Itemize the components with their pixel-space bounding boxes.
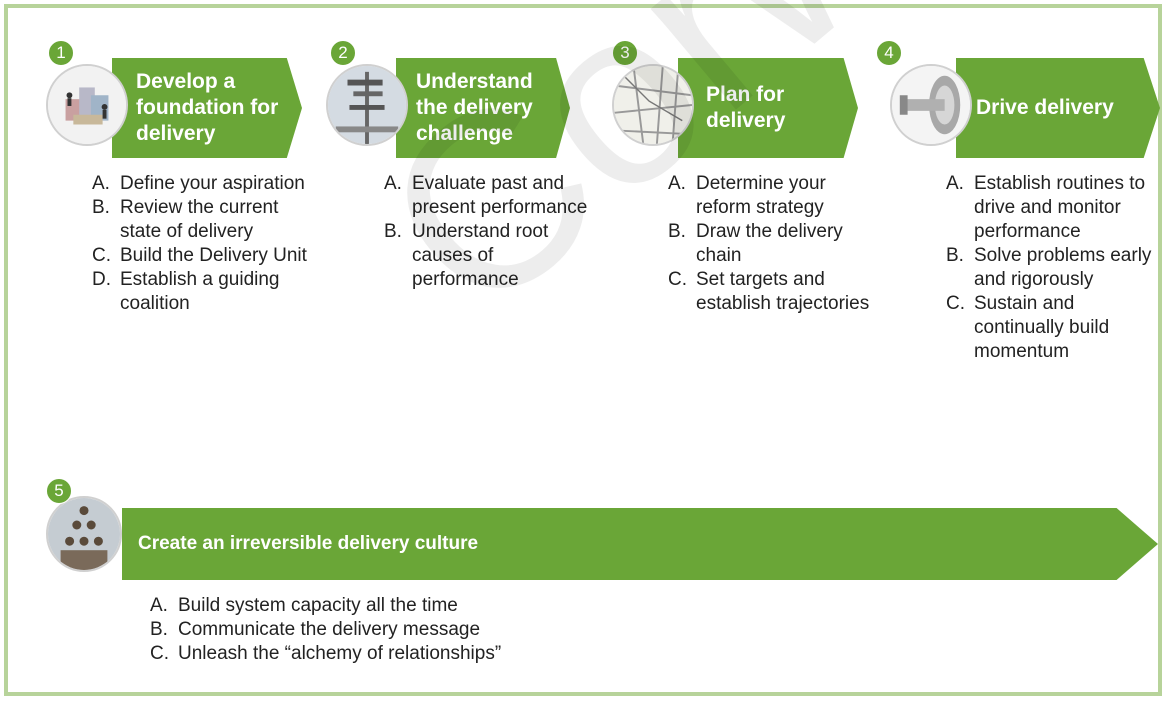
step-1-image (46, 64, 128, 146)
step-4-image (890, 64, 972, 146)
step-2-banner: Understand the delivery challenge (396, 58, 570, 158)
step-5-banner: Create an irreversible delivery culture (122, 508, 1158, 580)
map-icon (614, 66, 692, 144)
list-item: A.Build system capacity all the time (150, 595, 458, 616)
step-1-list: A.Define your aspiration B.Review the cu… (92, 172, 322, 316)
list-item: C.Sustain and continually build momentum (946, 293, 1110, 362)
list-item: A.Establish routines to drive and monito… (946, 173, 1146, 242)
step-2-image (326, 64, 408, 146)
step-4-list: A.Establish routines to drive and monito… (946, 172, 1158, 364)
step-4-title: Drive delivery (976, 96, 1114, 119)
list-item: B.Communicate the delivery message (150, 619, 481, 640)
list-item: B.Draw the delivery chain (668, 221, 843, 266)
step-2-list: A.Evaluate past and present performance … (384, 172, 594, 292)
step-3-list: A.Determine your reform strategy B.Draw … (668, 172, 878, 316)
step-3-image (612, 64, 694, 146)
list-item: B.Understand root causes of performance (384, 221, 549, 290)
list-item: D.Establish a guiding coalition (92, 269, 280, 314)
step-5-title: Create an irreversible delivery culture (138, 533, 479, 554)
step-5-list: A.Build system capacity all the time B.C… (150, 594, 750, 666)
step-4-banner: Drive delivery (956, 58, 1160, 158)
step-2-title: Understand the delivery challenge (416, 70, 533, 145)
list-item: B.Solve problems early and rigorously (946, 245, 1152, 290)
step-1-number: 1 (48, 40, 74, 66)
list-item: A.Determine your reform strategy (668, 173, 826, 218)
list-item: A.Evaluate past and present performance (384, 173, 588, 218)
people-building-icon (48, 66, 126, 144)
list-item: C.Build the Delivery Unit (92, 245, 307, 266)
human-tower-icon (48, 498, 120, 570)
step-1-banner: Develop a foundation for delivery (112, 58, 302, 158)
step-1-title: Develop a foundation for delivery (136, 70, 279, 145)
engine-turbine-icon (892, 66, 970, 144)
list-item: C.Unleash the “alchemy of relationships” (150, 643, 502, 664)
list-item: A.Define your aspiration (92, 173, 305, 194)
signpost-icon (328, 66, 406, 144)
step-2-number: 2 (330, 40, 356, 66)
list-item: B.Review the current state of delivery (92, 197, 279, 242)
step-5-image (46, 496, 122, 572)
step-5-number: 5 (46, 478, 72, 504)
list-item: C.Set targets and establish trajectories (668, 269, 870, 314)
step-3-number: 3 (612, 40, 638, 66)
step-3-banner: Plan for delivery (678, 58, 858, 158)
step-3-title: Plan for delivery (706, 83, 786, 132)
step-4-number: 4 (876, 40, 902, 66)
